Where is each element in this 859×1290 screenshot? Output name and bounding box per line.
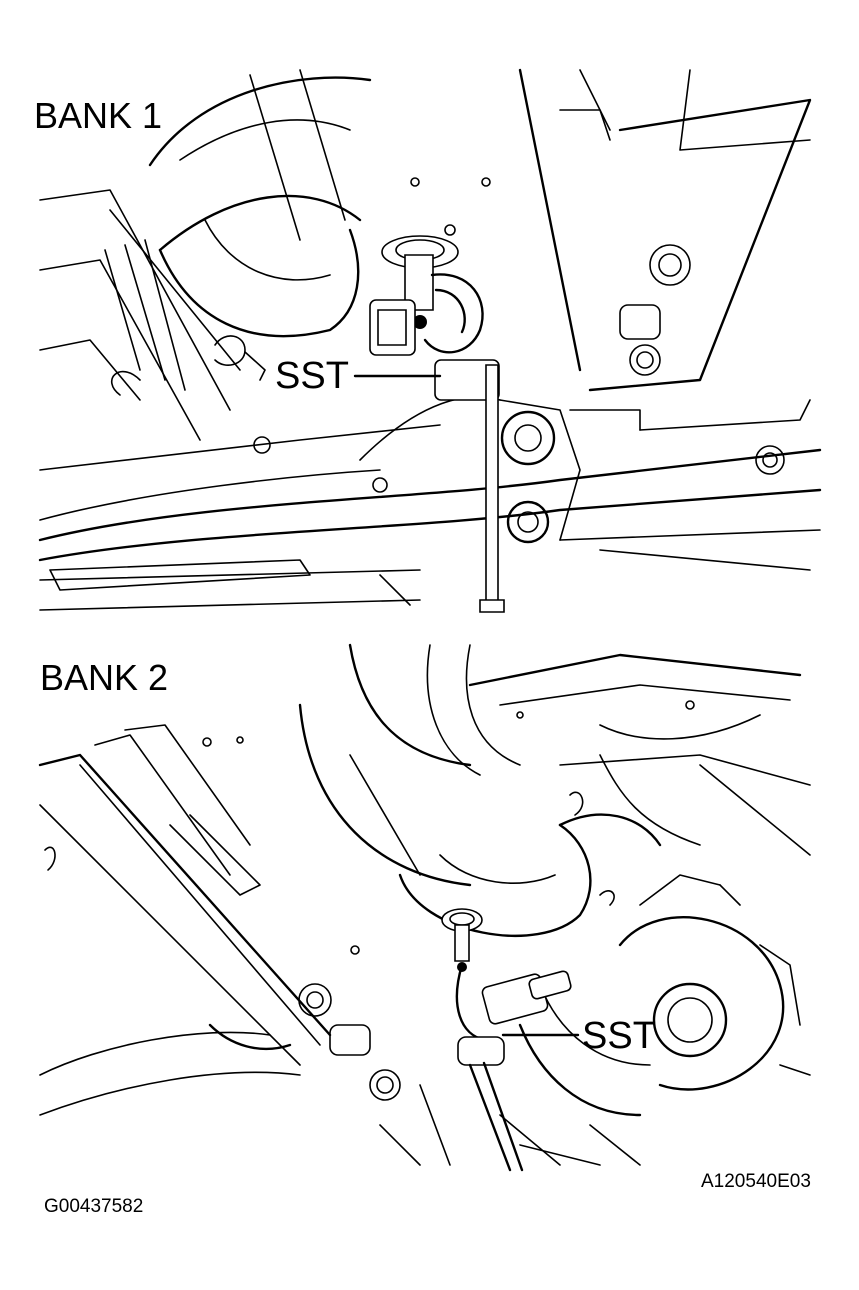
bank-2-illustration xyxy=(0,645,859,1180)
bank-1-linework xyxy=(40,70,820,610)
bank-1-illustration xyxy=(0,70,859,615)
illustration-code: A120540E03 xyxy=(701,1171,811,1192)
bank-1-title: BANK 1 xyxy=(34,95,163,136)
document-code: G00437582 xyxy=(44,1196,144,1217)
bank-2-linework xyxy=(40,645,810,1165)
bank-2-sst-callout: SST xyxy=(582,1015,656,1057)
bank-2-sensor-and-tool xyxy=(442,909,572,1170)
bank-1-sensor-and-tool xyxy=(370,236,504,612)
bank-2-title: BANK 2 xyxy=(40,657,169,698)
bank-1-sst-callout: SST xyxy=(275,355,349,397)
